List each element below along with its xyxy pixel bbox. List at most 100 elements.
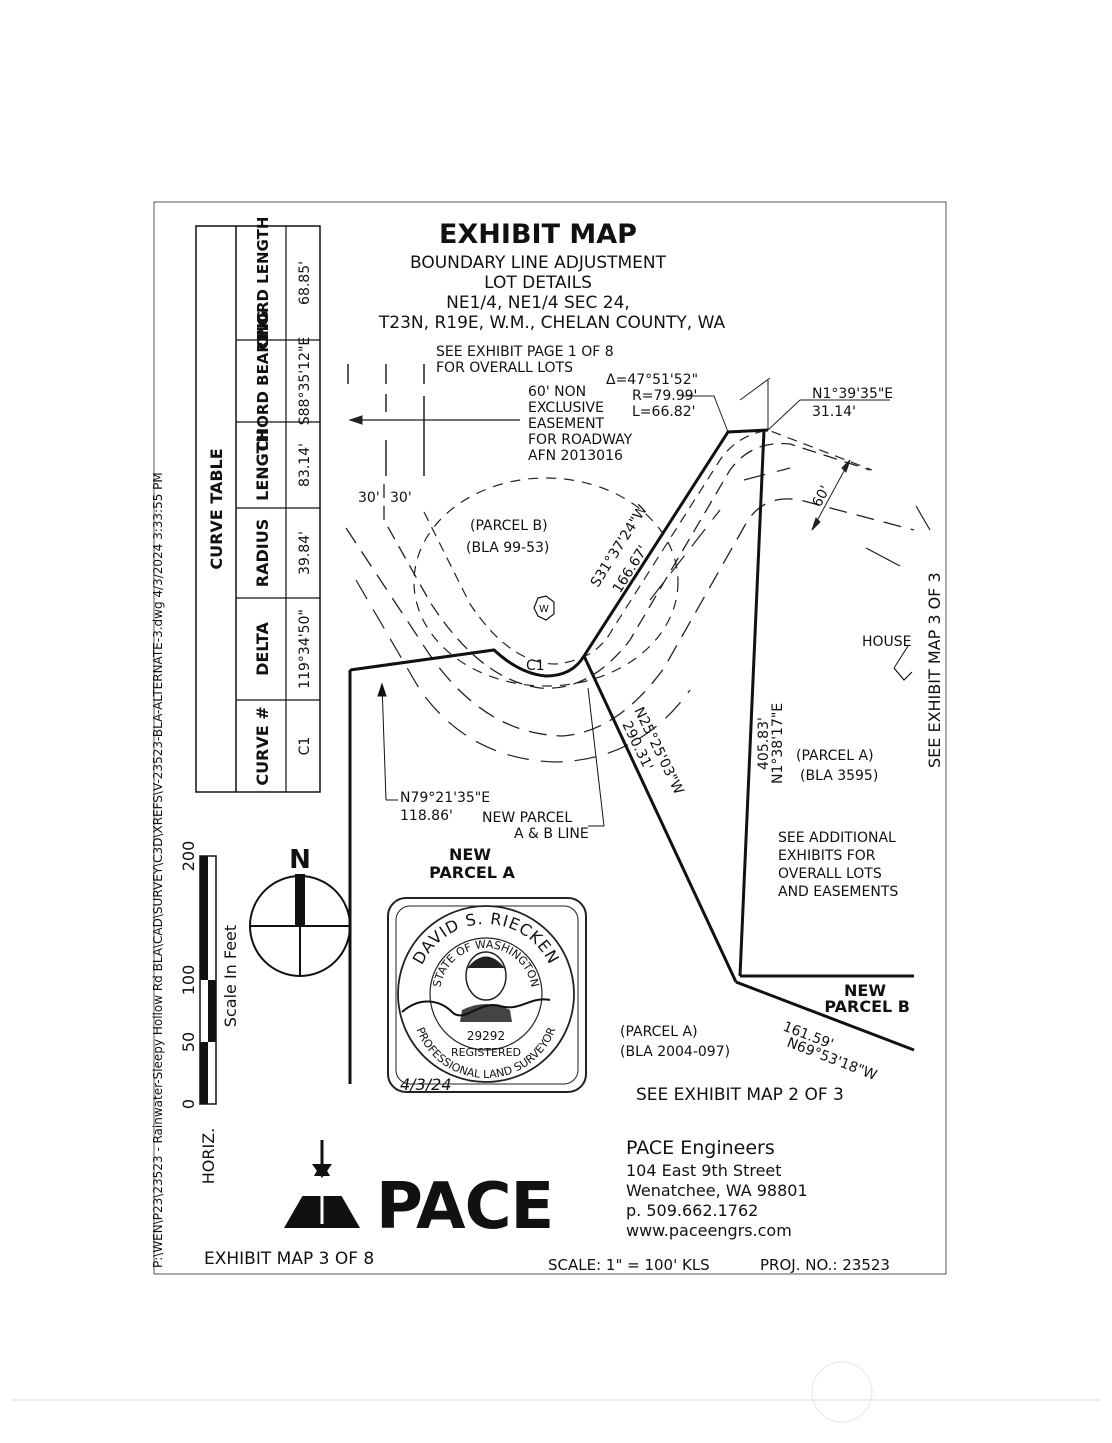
easement-line-4: FOR ROADWAY [528, 432, 633, 448]
scale-horiz-label: HORIZ. [199, 1128, 218, 1185]
seal-number: 29292 [467, 1029, 505, 1043]
new-parcel-a-label-1: NEW [449, 845, 491, 864]
header-chord-length: CHORD LENGTH [254, 217, 272, 350]
n1-bearing-label: N1°39'35"E [812, 386, 893, 402]
well-octagon [533, 595, 555, 621]
seal-registered: REGISTERED [451, 1046, 521, 1059]
curve-data-leader [682, 395, 729, 433]
easement-arrow [348, 415, 363, 425]
scale-tick-50: 50 [179, 1032, 198, 1052]
new-parcel-a-label-2: PARCEL A [429, 863, 515, 882]
seal-inner-ring [429, 937, 543, 1051]
width-60-label: 60' [809, 483, 833, 510]
footer-sheet-label: EXHIBIT MAP 3 OF 8 [204, 1249, 374, 1269]
easement-line-inner [383, 442, 871, 689]
subtitle-line-4: T23N, R19E, W.M., CHELAN COUNTY, WA [378, 313, 726, 333]
see-map2-label: SEE EXHIBIT MAP 2 OF 3 [636, 1085, 844, 1105]
footer-scale-label: SCALE: 1" = 100' KLS [548, 1256, 710, 1274]
new-parcel-line [349, 428, 769, 678]
subtitle-line-2: LOT DETAILS [484, 273, 592, 293]
easement-line-1: 60' NON [528, 384, 586, 400]
easement-line-east [649, 467, 791, 601]
new-line-leader [587, 687, 605, 827]
parcel-a-old-label-1: (PARCEL A) [796, 748, 874, 764]
scale-bar-label: Scale In Feet [221, 925, 240, 1027]
see-map3-right-label: SEE EXHIBIT MAP 3 OF 3 [925, 572, 944, 768]
see-additional-2: EXHIBITS FOR [778, 848, 876, 864]
n1-38-distance-label: 405.83' [756, 717, 772, 770]
page-corner-mark [811, 1361, 873, 1423]
seal-portrait-hair [467, 956, 505, 969]
see-additional-1: SEE ADDITIONAL [778, 830, 896, 846]
n1-leader [767, 399, 801, 431]
width-60-dimension [811, 459, 851, 531]
curve-c1-label: C1 [526, 658, 545, 674]
cell-delta: 119°34'50" [297, 609, 313, 689]
cell-chord-length: 68.85' [297, 261, 313, 305]
scale-bar: 0 50 100 200 Scale In Feet HORIZ. [179, 841, 240, 1185]
header-radius: RADIUS [253, 519, 272, 587]
new-line-label-1: NEW PARCEL [482, 810, 572, 826]
cell-length: 83.14' [297, 443, 313, 487]
pace-logo-arrow-head [312, 1164, 332, 1178]
n1-38-line [738, 429, 766, 977]
seal-date-handwritten: 4/3/24 [400, 1075, 452, 1094]
file-path: P:\WEN\P23\23523 - Rainwater-Sleepy Holl… [151, 472, 165, 1268]
seal-outer-frame [387, 897, 587, 1093]
curve-delta-label: Δ=47°51'52" [606, 372, 698, 388]
surveyor-seal: DAVID S. RIECKEN STATE OF WASHINGTON PRO… [387, 897, 587, 1094]
subtitle-line-1: BOUNDARY LINE ADJUSTMENT [410, 253, 667, 273]
north-arrow-label: N [289, 845, 311, 875]
scale-bar-segment [200, 1042, 208, 1104]
easement-dash [865, 547, 901, 567]
house-leader-line [893, 645, 909, 669]
cell-radius: 39.84' [297, 531, 313, 575]
n69-line [735, 980, 915, 1052]
pace-logo: PACE [284, 1140, 554, 1244]
scale-tick-200: 200 [179, 841, 198, 872]
width-30a-label: 30' [358, 490, 380, 506]
easement-line-2: EXCLUSIVE [528, 400, 604, 416]
dim-arrow [841, 459, 851, 473]
easement-line-far [355, 579, 691, 763]
n79-bearing-label: N79°21'35"E [400, 790, 490, 806]
new-parcel-b-label-2: PARCEL B [824, 997, 910, 1016]
scale-tick-100: 100 [179, 965, 198, 996]
north-arrow: N [249, 845, 351, 977]
parcel-a-2004-label-2: (BLA 2004-097) [620, 1044, 730, 1060]
company-web: www.paceengrs.com [626, 1221, 792, 1240]
subtitle-line-3: NE1/4, NE1/4 SEC 24, [446, 293, 630, 313]
house-label: HOUSE [862, 634, 912, 650]
boundary-lines [348, 428, 915, 1084]
old-parcel-b-outline [413, 477, 679, 687]
scale-tick-0: 0 [179, 1099, 198, 1109]
n79-arrow [377, 682, 387, 697]
n25-line [582, 655, 738, 983]
easement-line-5: AFN 2013016 [528, 448, 623, 464]
scale-bar-segment [200, 856, 208, 980]
curve-radius-label: R=79.99' [632, 388, 697, 404]
dim-arrow [811, 517, 821, 531]
see-additional-3: OVERALL LOTS [778, 866, 882, 882]
pace-logo-text: PACE [376, 1170, 553, 1244]
well-symbol: W [533, 595, 555, 621]
note-see-page1-line1: SEE EXHIBIT PAGE 1 OF 8 [436, 344, 614, 360]
easement-dash [915, 505, 931, 531]
n79-distance-label: 118.86' [400, 808, 453, 824]
seal-outer-ring [397, 905, 575, 1083]
note-see-page1-line2: FOR OVERALL LOTS [436, 360, 573, 376]
header-chord-bearing: CHORD BEARING [254, 311, 272, 452]
house-leader [893, 667, 913, 681]
n1-38-bearing-label: N1°38'17"E [770, 703, 786, 784]
company-phone: p. 509.662.1762 [626, 1201, 758, 1220]
new-parcel-b-label-1: NEW [844, 981, 886, 1000]
cell-chord-bearing: S88°35'12"E [297, 337, 313, 425]
scale-bar-segment [208, 980, 216, 1042]
curve-length-label: L=66.82' [632, 404, 695, 420]
seal-portrait [465, 951, 507, 1001]
header-length: LENGTH [253, 429, 272, 501]
easement-line-3: EASEMENT [528, 416, 605, 432]
company-address2: Wenatchee, WA 98801 [626, 1181, 808, 1200]
